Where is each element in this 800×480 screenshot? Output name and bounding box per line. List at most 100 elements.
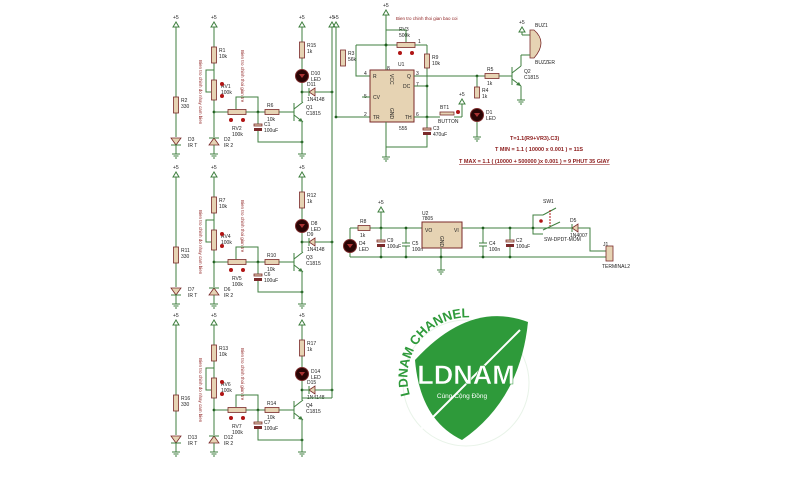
label: R11 [181, 248, 190, 254]
label: D11 [307, 82, 316, 88]
label: 8 [387, 66, 390, 72]
annotation-sensitivity: Bien tro chinh do nhay cam bien [198, 358, 203, 423]
label: C1815 [524, 75, 539, 81]
diode-icon [208, 137, 220, 146]
label: T MIN = 1.1 ( 10000 x 0.001 ) = 11S [495, 147, 583, 153]
label: 100k [232, 430, 243, 436]
pot-handle [220, 380, 224, 384]
label: RV5 [232, 276, 242, 282]
ground-icon [172, 451, 180, 457]
label: +5 [519, 20, 525, 26]
wire [532, 214, 543, 228]
label: 10k [219, 352, 228, 358]
label: +5 [173, 313, 179, 319]
label: Q [407, 74, 411, 80]
label: C1 [264, 122, 271, 128]
label: R4 [482, 88, 489, 94]
pot-handle [410, 51, 414, 55]
label: 500k [399, 33, 410, 39]
label: R13 [219, 346, 228, 352]
label: 100uF [264, 128, 278, 134]
arrow [210, 171, 218, 178]
label: R7 [219, 198, 226, 204]
label: RV4 [221, 234, 231, 240]
trigger-bus: +5 [302, 15, 336, 399]
label: +5 [211, 313, 217, 319]
supply-arrow-icon [172, 319, 180, 328]
label: 100uF [264, 278, 278, 284]
supply-arrow-icon [377, 206, 385, 215]
potentiometer [227, 259, 247, 265]
label: 100k [221, 388, 232, 394]
label: Q3 [306, 255, 313, 261]
label: D1 [486, 110, 493, 116]
label: CV [373, 95, 381, 101]
junction-dot [379, 255, 383, 259]
junction-dot [384, 43, 388, 47]
diode-icon [571, 223, 579, 233]
arrow [210, 319, 218, 326]
pot-handle [220, 232, 224, 236]
label: +5 [329, 15, 335, 21]
wire [293, 399, 304, 408]
label: 330 [181, 254, 190, 260]
formula-tmax: T MAX = 1.1 ( (10000 + 500000 )x 0.001 )… [459, 159, 610, 165]
label: R2 [181, 98, 188, 104]
label: TH [405, 115, 412, 121]
label: 100uF [387, 244, 401, 250]
pot-handle [220, 244, 224, 248]
emitter-arrow [298, 268, 303, 272]
arrow [172, 171, 180, 178]
label: 470uF [433, 132, 447, 138]
label: D8 [311, 221, 318, 227]
diode-icon [170, 287, 182, 296]
annotation-delay: Bien tro chinh thoi gian tre [240, 50, 245, 103]
label: U2 [422, 211, 429, 217]
label: 330 [181, 104, 190, 110]
cap-plate [254, 128, 262, 131]
resistor [484, 73, 500, 79]
label: 10k [267, 415, 276, 421]
arrow [172, 319, 180, 326]
junction-dot [508, 255, 512, 259]
diode-icon [308, 385, 316, 395]
label: Q1 [306, 105, 313, 111]
led-glyph [299, 224, 305, 228]
label: D10 [311, 71, 320, 77]
label: Bien tro chinh thoi gian bao coi [396, 16, 458, 21]
label: VO [425, 228, 432, 234]
ground-icon [172, 303, 180, 309]
label: Q4 [306, 403, 313, 409]
pot-handle [220, 94, 224, 98]
resistor [299, 41, 305, 59]
label: R15 [307, 43, 316, 49]
supply-arrow-icon [328, 21, 336, 30]
potentiometer [211, 377, 217, 399]
arrow [210, 21, 218, 28]
ground-icon [382, 156, 390, 162]
cap-plate [254, 278, 262, 281]
label: C7 [264, 420, 271, 426]
label: +5 [211, 165, 217, 171]
supply-arrow-icon [172, 21, 180, 30]
resistor [299, 339, 305, 357]
junction-dot [508, 226, 512, 230]
logo-main-text: LDNAM [417, 360, 514, 390]
cap-plate [253, 421, 263, 425]
resistor [264, 259, 280, 265]
regulator-7805 [421, 221, 463, 249]
label: 1N4148 [307, 97, 325, 103]
diode-icon [308, 87, 316, 97]
label: C1815 [306, 111, 321, 117]
supply-arrow-icon [172, 171, 180, 180]
wire [386, 29, 407, 42]
label: C6 [264, 272, 271, 278]
label: +5 [333, 15, 339, 21]
label: C1815 [306, 261, 321, 267]
label: U1 [398, 62, 405, 68]
pot-handle [229, 416, 233, 420]
supply-arrow-icon [210, 171, 218, 180]
arrow [382, 9, 390, 16]
